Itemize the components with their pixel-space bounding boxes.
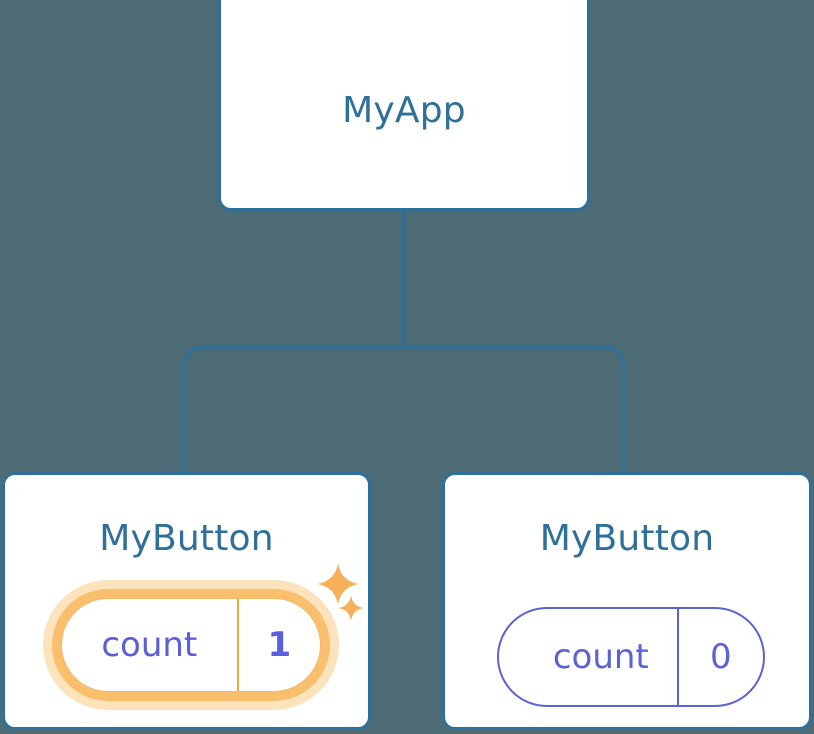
- node-card-mybutton-right[interactable]: MyButton count 0: [442, 472, 812, 730]
- prop-value-left: 1: [236, 599, 320, 691]
- prop-pill-highlighted[interactable]: count 1: [43, 580, 339, 710]
- node-card-myapp[interactable]: MyApp: [218, 0, 590, 211]
- prop-value-right: 0: [676, 609, 763, 705]
- prop-key-right: count: [552, 637, 649, 677]
- pill-body: count 1: [61, 598, 321, 692]
- node-title-mybutton-left: MyButton: [99, 518, 274, 559]
- prop-key-left: count: [101, 625, 198, 665]
- node-title-myapp: MyApp: [342, 90, 466, 131]
- prop-pill-plain[interactable]: count 0: [497, 607, 765, 707]
- node-card-mybutton-left[interactable]: MyButton count 1: [2, 472, 371, 730]
- pill-body: count 0: [497, 607, 765, 707]
- node-title-mybutton-right: MyButton: [539, 518, 715, 559]
